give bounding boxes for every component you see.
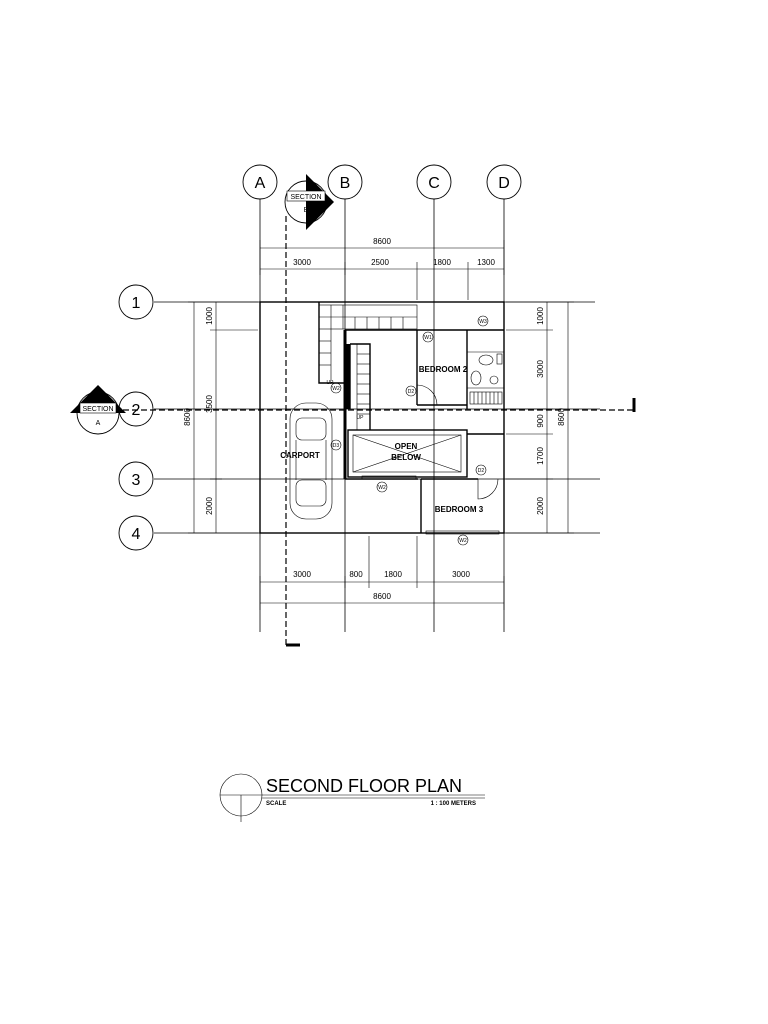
row-bubble-2: 2 [118, 391, 154, 427]
column-bubble-d: D [486, 164, 522, 200]
plan-title: SECOND FLOOR PLAN [266, 776, 462, 796]
toilet-fixtures [470, 353, 503, 386]
dim-left-1: 1000 [205, 307, 214, 325]
row-bubble-3: 3 [118, 461, 154, 497]
room-label-carport: CARPORT [280, 451, 320, 460]
dim-right-1: 1000 [536, 307, 545, 325]
row-bubble-1: 1 [118, 284, 154, 320]
car-outline [289, 402, 333, 520]
tag-d3: D3 [333, 443, 340, 449]
dim-top-3: 1800 [433, 258, 451, 267]
tag-d2-b: D2 [478, 468, 485, 474]
section-a-id: A [96, 420, 101, 427]
row-bubble-4: 4 [118, 515, 154, 551]
dim-top-overall: 8600 [373, 237, 391, 246]
section-b-cut-line [285, 216, 300, 647]
tag-w2-b: W2 [378, 485, 386, 491]
section-b-id: B [304, 207, 309, 214]
dim-top-4: 1300 [477, 258, 495, 267]
doors [416, 384, 503, 500]
dim-top-1: 3000 [293, 258, 311, 267]
column-label-b: B [340, 175, 351, 192]
dim-bottom-1: 3000 [293, 570, 311, 579]
room-label-open: OPEN [395, 442, 418, 451]
dim-right-overall: 8600 [557, 408, 566, 426]
column-bubble-a: A [242, 164, 278, 200]
bottom-dimensions: 3000 800 1800 3000 8600 [259, 536, 505, 610]
tag-w1: W1 [424, 335, 432, 341]
stair-up-label-2: UP [357, 415, 365, 421]
dim-top-2: 2500 [371, 258, 389, 267]
top-dimensions: 8600 3000 2500 1800 1300 [259, 237, 505, 300]
column-bubble-c: C [416, 164, 452, 200]
section-a-marker: SECTION A [70, 385, 126, 435]
tag-w2-c: W2 [459, 538, 467, 544]
left-dimensions: 8600 1000 3500 2000 [183, 301, 258, 534]
tag-w2-a: W2 [332, 386, 340, 392]
section-a-cut-line [96, 398, 636, 412]
tag-w3: W3 [479, 319, 487, 325]
column-label-c: C [428, 175, 440, 192]
row-label-4: 4 [132, 526, 141, 543]
section-b-title: SECTION [290, 194, 321, 201]
section-b-marker: SECTION B [284, 174, 334, 230]
room-label-bedroom3: BEDROOM 3 [435, 505, 484, 514]
right-dimensions: 1000 3000 900 1700 2000 8600 [506, 301, 574, 534]
room-label-below: BELOW [391, 453, 421, 462]
upper-stair [318, 304, 418, 380]
dim-right-4: 1700 [536, 447, 545, 465]
column-bubble-b: B [327, 164, 363, 200]
dim-left-2: 3500 [205, 395, 214, 413]
row-label-3: 3 [132, 472, 141, 489]
opening-tags: W3 W1 W2 W2 D2 D2 D3 W2 [330, 315, 489, 546]
dim-bottom-4: 3000 [452, 570, 470, 579]
dim-bottom-2: 800 [349, 570, 363, 579]
dim-bottom-overall: 8600 [373, 592, 391, 601]
room-label-bedroom2: BEDROOM 2 [419, 365, 468, 374]
dim-left-overall: 8600 [183, 408, 192, 426]
title-block: SECOND FLOOR PLAN SCALE 1 : 100 METERS [219, 773, 485, 822]
row-label-1: 1 [132, 295, 141, 312]
stair-up-label-1: UP [327, 380, 335, 386]
building-walls [259, 301, 505, 535]
dim-right-3: 900 [536, 414, 545, 428]
lower-stair [346, 344, 370, 430]
scale-value: 1 : 100 METERS [431, 801, 476, 807]
dim-right-5: 2000 [536, 497, 545, 515]
scale-label: SCALE [266, 801, 286, 807]
tag-d2-a: D2 [408, 389, 415, 395]
column-label-d: D [498, 175, 510, 192]
column-label-a: A [255, 175, 266, 192]
dim-right-2: 3000 [536, 360, 545, 378]
dim-bottom-3: 1800 [384, 570, 402, 579]
section-a-title: SECTION [82, 406, 113, 413]
dim-left-3: 2000 [205, 497, 214, 515]
